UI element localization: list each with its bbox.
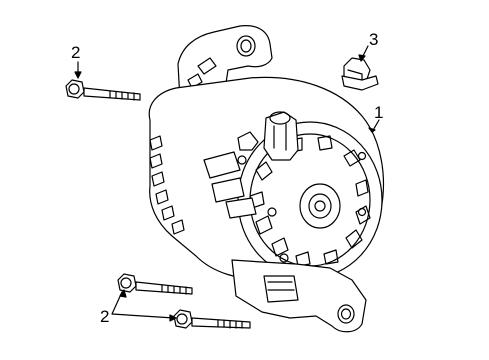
callout-nut: 3 <box>369 30 379 49</box>
alternator <box>149 26 383 332</box>
rotor-hub <box>300 184 340 228</box>
bolt-lower-b <box>174 310 250 328</box>
upper-bracket-hole <box>237 36 255 56</box>
rectifier-screw-3 <box>280 254 288 262</box>
bolt-lower-a <box>118 274 192 294</box>
terminal-post <box>264 112 298 160</box>
callout-alternator: 1 <box>374 103 384 122</box>
rectifier-screw-2 <box>268 208 276 216</box>
nut-flange <box>342 76 378 90</box>
callout-bolt-upper: 2 <box>71 43 81 62</box>
lower-mounting-bracket <box>232 260 366 332</box>
rectifier-screw-4 <box>359 153 366 160</box>
lower-bracket-hole <box>338 305 354 323</box>
nut <box>342 46 378 90</box>
bolt-lower-b-shank <box>192 318 250 328</box>
rectifier-screw-1 <box>238 156 246 164</box>
bolt-lower-a-shank <box>136 282 192 294</box>
rectifier-screw-5 <box>359 209 366 216</box>
bolt-upper <box>66 62 140 100</box>
callout-bolt-lower: 2 <box>100 307 110 326</box>
upper-mounting-bracket <box>178 26 272 112</box>
bolt-upper-shank <box>84 88 140 100</box>
